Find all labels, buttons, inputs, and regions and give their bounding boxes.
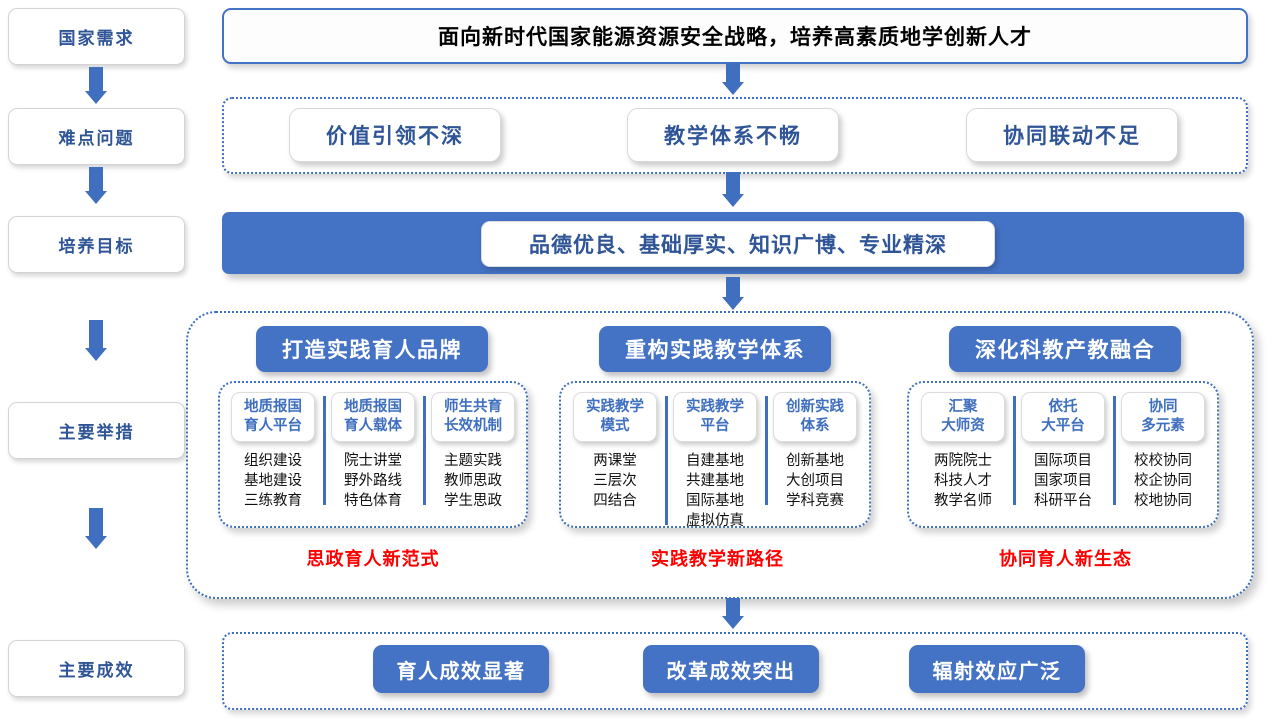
outcome-label: 改革成效突出 bbox=[666, 660, 796, 683]
measure-column[interactable]: 实践教学 平台 自建基地 共建基地 国际基地 虚拟仿真 bbox=[665, 392, 765, 531]
measure-group-2-footer: 实践教学新路径 bbox=[651, 549, 784, 569]
measure-group-3-footer: 协同育人新生态 bbox=[999, 549, 1132, 569]
measure-column-cap: 实践教学 平台 bbox=[673, 392, 757, 442]
rail-label-text: 培养目标 bbox=[58, 237, 135, 256]
rail-label-main-outcomes: 主要成效 bbox=[8, 640, 185, 697]
measure-column-list: 两课堂 三层次 四结合 bbox=[593, 453, 637, 509]
measure-column-cap: 师生共育 长效机制 bbox=[431, 392, 515, 442]
measure-group-1-header[interactable]: 打造实践育人品牌 bbox=[256, 326, 488, 372]
measure-column[interactable]: 协同 多元素 校校协同 校企协同 校地协同 bbox=[1113, 392, 1213, 511]
measure-column[interactable]: 依托 大平台 国际项目 国家项目 科研平台 bbox=[1013, 392, 1113, 511]
rail-label-text: 主要成效 bbox=[58, 661, 135, 680]
rail-label-national-demand: 国家需求 bbox=[8, 8, 185, 65]
measure-column[interactable]: 地质报国 育人载体 院士讲堂 野外路线 特色体育 bbox=[323, 392, 423, 511]
problem-item-1[interactable]: 价值引领不深 bbox=[289, 108, 501, 162]
group-header-text: 重构实践教学体系 bbox=[625, 339, 805, 362]
measure-group-2: 重构实践教学体系 实践教学 模式 两课堂 三层次 四结合 实践教学 平台 自建基… bbox=[545, 313, 890, 597]
problem-item-3[interactable]: 协同联动不足 bbox=[966, 108, 1178, 162]
measure-column-cap: 地质报国 育人平台 bbox=[231, 392, 315, 442]
rail-label-text: 主要举措 bbox=[58, 423, 135, 442]
outcome-item-2[interactable]: 改革成效突出 bbox=[643, 645, 819, 693]
group-header-text: 深化科教产教融合 bbox=[975, 339, 1155, 362]
rail-label-main-measures: 主要举措 bbox=[8, 402, 185, 459]
measure-column-list: 组织建设 基地建设 三练教育 bbox=[244, 453, 302, 509]
rail-arrow-1 bbox=[75, 67, 117, 109]
measure-column-list: 自建基地 共建基地 国际基地 虚拟仿真 bbox=[686, 453, 744, 529]
measure-column-list: 两院院士 科技人才 教学名师 bbox=[934, 453, 992, 509]
measure-group-1: 打造实践育人品牌 地质报国 育人平台 组织建设 基地建设 三练教育 地质报国 育… bbox=[204, 313, 542, 597]
flow-arrow-measures-to-outcomes bbox=[712, 598, 754, 634]
measure-column-list: 校校协同 校企协同 校地协同 bbox=[1134, 453, 1192, 509]
headline-box: 面向新时代国家能源资源安全战略，培养高素质地学创新人才 bbox=[222, 8, 1248, 64]
problem-label: 协同联动不足 bbox=[1003, 125, 1141, 148]
group-header-text: 打造实践育人品牌 bbox=[282, 339, 462, 362]
measure-column[interactable]: 实践教学 模式 两课堂 三层次 四结合 bbox=[565, 392, 665, 511]
measure-column-cap: 依托 大平台 bbox=[1021, 392, 1105, 442]
goal-box: 品德优良、基础厚实、知识广博、专业精深 bbox=[481, 221, 995, 267]
rail-arrow-4 bbox=[75, 508, 117, 556]
measure-column-cap: 实践教学 模式 bbox=[573, 392, 657, 442]
problem-item-2[interactable]: 教学体系不畅 bbox=[627, 108, 839, 162]
measure-column-cap: 汇聚 大师资 bbox=[921, 392, 1005, 442]
measure-column-list: 院士讲堂 野外路线 特色体育 bbox=[344, 453, 402, 509]
rail-label-text: 国家需求 bbox=[58, 29, 135, 48]
measure-column[interactable]: 地质报国 育人平台 组织建设 基地建设 三练教育 bbox=[223, 392, 323, 511]
measure-column-list: 国际项目 国家项目 科研平台 bbox=[1034, 453, 1092, 509]
measure-column-cap: 协同 多元素 bbox=[1121, 392, 1205, 442]
measures-container: 打造实践育人品牌 地质报国 育人平台 组织建设 基地建设 三练教育 地质报国 育… bbox=[186, 311, 1254, 599]
measure-group-1-footer: 思政育人新范式 bbox=[306, 549, 440, 569]
measure-column-list: 创新基地 大创项目 学科竞赛 bbox=[786, 453, 844, 509]
measure-column[interactable]: 汇聚 大师资 两院院士 科技人才 教学名师 bbox=[913, 392, 1013, 511]
outcome-label: 育人成效显著 bbox=[396, 660, 526, 683]
goal-text: 品德优良、基础厚实、知识广博、专业精深 bbox=[529, 234, 947, 257]
measure-column[interactable]: 师生共育 长效机制 主题实践 教师思政 学生思政 bbox=[423, 392, 523, 511]
outcome-label: 辐射效应广泛 bbox=[932, 660, 1062, 683]
measure-group-1-body: 地质报国 育人平台 组织建设 基地建设 三练教育 地质报国 育人载体 院士讲堂 … bbox=[218, 381, 528, 528]
measure-group-3-body: 汇聚 大师资 两院院士 科技人才 教学名师 依托 大平台 国际项目 国家项目 科… bbox=[907, 381, 1219, 528]
outcome-item-1[interactable]: 育人成效显著 bbox=[373, 645, 549, 693]
measure-group-3: 深化科教产教融合 汇聚 大师资 两院院士 科技人才 教学名师 依托 大平台 国际… bbox=[893, 313, 1238, 597]
rail-arrow-2 bbox=[75, 167, 117, 209]
outcome-item-3[interactable]: 辐射效应广泛 bbox=[909, 645, 1085, 693]
measure-column[interactable]: 创新实践 体系 创新基地 大创项目 学科竞赛 bbox=[765, 392, 865, 511]
problem-label: 价值引领不深 bbox=[326, 125, 464, 148]
rail-label-text: 难点问题 bbox=[58, 129, 135, 148]
rail-arrow-3 bbox=[75, 320, 117, 368]
measure-group-3-header[interactable]: 深化科教产教融合 bbox=[949, 326, 1181, 372]
flow-arrow-goal-to-measures bbox=[712, 277, 754, 313]
measure-group-2-body: 实践教学 模式 两课堂 三层次 四结合 实践教学 平台 自建基地 共建基地 国际… bbox=[559, 381, 871, 531]
measure-group-2-header[interactable]: 重构实践教学体系 bbox=[599, 326, 831, 372]
rail-label-training-goal: 培养目标 bbox=[8, 216, 185, 273]
headline-text: 面向新时代国家能源资源安全战略，培养高素质地学创新人才 bbox=[438, 26, 1032, 49]
measure-column-cap: 地质报国 育人载体 bbox=[331, 392, 415, 442]
measure-column-list: 主题实践 教师思政 学生思政 bbox=[444, 453, 502, 509]
rail-label-difficulties: 难点问题 bbox=[8, 108, 185, 165]
problem-label: 教学体系不畅 bbox=[664, 125, 802, 148]
flow-arrow-headline-to-problems bbox=[712, 62, 754, 98]
flow-arrow-problems-to-goal bbox=[712, 172, 754, 212]
measure-column-cap: 创新实践 体系 bbox=[773, 392, 857, 442]
